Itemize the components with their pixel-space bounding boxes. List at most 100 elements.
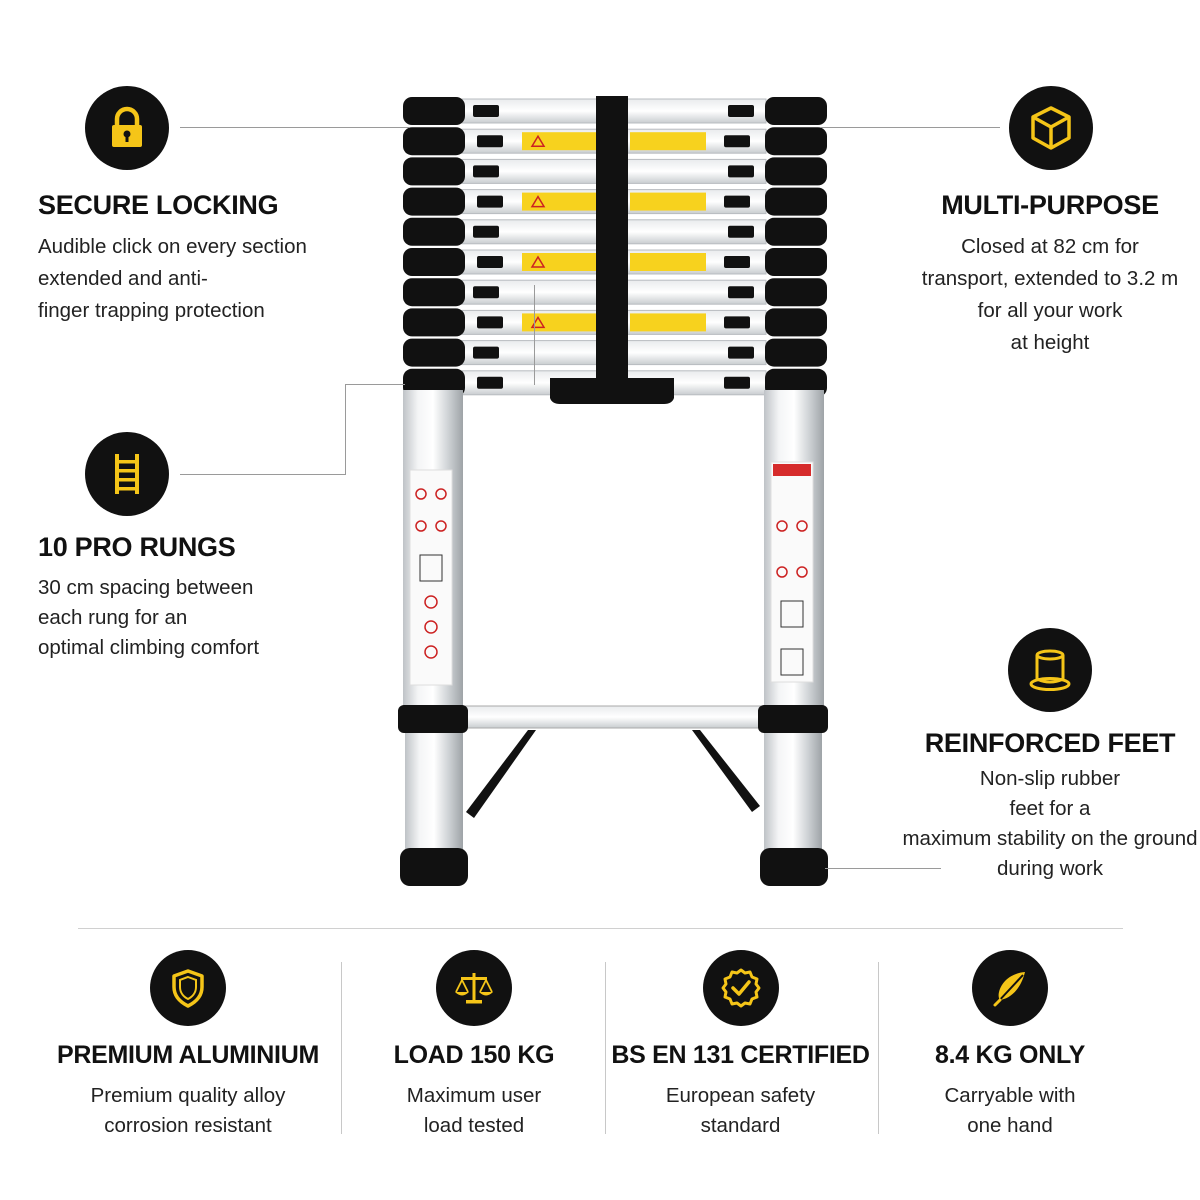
rung-slot xyxy=(724,195,750,208)
warning-label xyxy=(630,192,706,211)
weight-title: 8.4 KG ONLY xyxy=(935,1041,1085,1069)
connector-line xyxy=(180,474,346,475)
rung-slot xyxy=(477,316,503,329)
rung-end-cap xyxy=(403,278,465,307)
rung-end-cap xyxy=(403,338,465,367)
rung-slot xyxy=(477,376,503,389)
carry-handle xyxy=(550,378,674,404)
feature-certified: BS EN 131 CERTIFIED European safety stan… xyxy=(608,945,873,1145)
foot-cap-icon-circle xyxy=(1008,628,1092,712)
rung-end-cap xyxy=(403,187,465,216)
rung-end-cap xyxy=(765,368,827,397)
foot-cap-icon xyxy=(1029,649,1071,691)
warning-triangle-icon xyxy=(530,134,546,147)
load-text: Maximum user load tested xyxy=(406,1084,542,1137)
multi-purpose-title: MULTI-PURPOSE xyxy=(941,190,1159,220)
scale-icon xyxy=(455,973,493,1004)
rung-end-cap xyxy=(403,308,465,337)
rung-slot xyxy=(724,376,750,389)
rung-end-cap xyxy=(403,97,465,125)
rung-slot xyxy=(477,195,503,208)
rung-slot xyxy=(728,225,754,238)
feature-premium-aluminium: PREMIUM ALUMINIUM Premium quality alloy … xyxy=(40,945,336,1145)
rung-end-cap xyxy=(765,217,827,246)
ladder-icon xyxy=(115,454,139,494)
premium-aluminium-title: PREMIUM ALUMINIUM xyxy=(56,1041,319,1069)
rung-end-cap xyxy=(403,217,465,246)
rung-slot xyxy=(477,256,503,268)
rung-slot xyxy=(728,105,754,117)
feature-weight: 8.4 KG ONLY Carryable with one hand xyxy=(880,945,1140,1145)
connector-line xyxy=(820,127,1000,128)
shield-icon xyxy=(172,969,204,1008)
rung-slot xyxy=(473,165,499,178)
rung-slot xyxy=(473,225,499,238)
column-separator xyxy=(878,962,879,1134)
rung-end-cap xyxy=(765,278,827,307)
scale-icon-circle xyxy=(436,950,512,1026)
lock-icon xyxy=(112,106,142,147)
warning-label xyxy=(630,313,706,332)
feature-load: LOAD 150 KG Maximum user load tested xyxy=(346,945,602,1145)
pro-rungs-text: 30 cm spacing between each rung for an o… xyxy=(38,576,260,659)
rung-end-cap xyxy=(765,97,827,125)
warning-triangle-icon xyxy=(530,195,546,208)
ladder-icon-circle xyxy=(85,432,169,516)
left-tube-lower xyxy=(405,728,463,856)
secure-locking-text: Audible click on every section extended … xyxy=(38,235,307,322)
feather-icon-circle xyxy=(972,950,1048,1026)
right-rubber-foot xyxy=(760,848,828,886)
rung-slot xyxy=(728,165,754,178)
right-stabiliser-leg xyxy=(692,730,760,812)
shield-icon-circle xyxy=(150,950,226,1026)
check-badge-icon-circle xyxy=(702,950,779,1026)
telescopic-ladder-image xyxy=(398,96,828,886)
horizontal-divider xyxy=(78,928,1123,929)
rung-end-cap xyxy=(765,308,827,337)
rung-slot xyxy=(728,346,754,359)
connector-line xyxy=(180,127,410,128)
rung-end-cap xyxy=(403,368,465,397)
rung-slot xyxy=(473,346,499,359)
ladder-strap xyxy=(596,96,628,386)
rung-end-cap xyxy=(765,127,827,156)
rung-slot xyxy=(724,135,750,148)
rung-slot xyxy=(473,105,499,117)
multi-purpose-text: Closed at 82 cm for transport, extended … xyxy=(921,235,1179,354)
warning-label xyxy=(630,132,706,151)
warning-label xyxy=(630,253,706,271)
rung-end-cap xyxy=(403,248,465,276)
connector-line xyxy=(534,285,535,385)
bottom-bar xyxy=(459,705,766,729)
load-title: LOAD 150 KG xyxy=(393,1041,555,1069)
check-badge-icon xyxy=(721,968,760,1008)
feather-icon xyxy=(993,972,1025,1007)
rung-slot xyxy=(724,316,750,329)
certified-text: European safety standard xyxy=(665,1084,816,1137)
rung-end-cap xyxy=(403,127,465,156)
rung-end-cap xyxy=(765,187,827,216)
connector-line xyxy=(345,384,346,475)
warning-triangle-icon xyxy=(530,315,546,329)
column-separator xyxy=(605,962,606,1134)
cube-icon xyxy=(1031,106,1071,150)
rung-end-cap xyxy=(403,157,465,186)
rung-end-cap xyxy=(765,338,827,367)
warning-label xyxy=(522,253,596,271)
rung-slot xyxy=(728,286,754,299)
reinforced-feet-text: Non-slip rubber feet for a maximum stabi… xyxy=(902,767,1198,880)
right-collar xyxy=(758,705,828,733)
column-separator xyxy=(341,962,342,1134)
weight-text: Carryable with one hand xyxy=(944,1084,1076,1137)
rung-slot xyxy=(473,286,499,299)
rung-slot xyxy=(477,135,503,148)
warning-label xyxy=(522,132,596,151)
left-rubber-foot xyxy=(400,848,468,886)
left-stabiliser-leg xyxy=(466,730,536,818)
warning-triangle-icon xyxy=(530,255,546,268)
warning-label xyxy=(522,192,596,211)
rung-slot xyxy=(724,256,750,268)
rung-end-cap xyxy=(765,157,827,186)
cube-icon-circle xyxy=(1009,86,1093,170)
right-safety-sticker xyxy=(770,461,814,683)
